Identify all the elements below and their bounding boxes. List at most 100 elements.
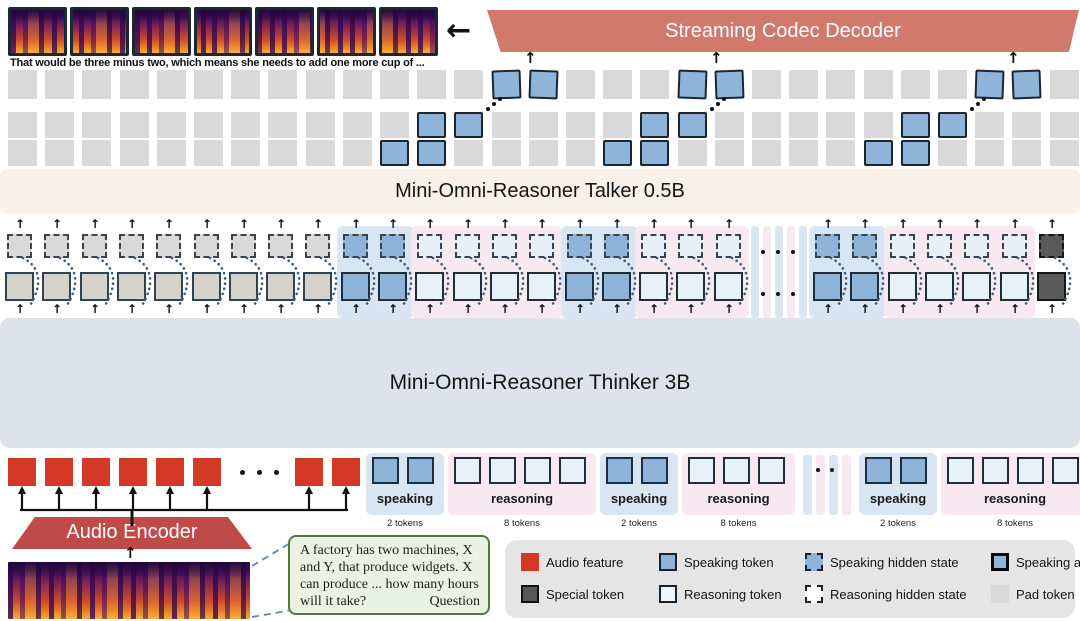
- speaking-token-swatch-icon: [659, 553, 677, 571]
- gap-stripe: [799, 226, 807, 318]
- audio-feature: [193, 458, 221, 486]
- arrow-left-icon: ←: [446, 13, 472, 48]
- pad-token: [603, 70, 632, 99]
- pad-token: [826, 112, 855, 138]
- hidden-to-token-curve-icon: [900, 256, 934, 314]
- reasoning-hidden-state: [927, 234, 952, 258]
- arrow-up-icon: ↑: [710, 49, 723, 67]
- audio-feature: [8, 458, 36, 486]
- speaking-audio-token: [491, 69, 522, 100]
- feature-fanout-bracket: [0, 484, 370, 531]
- pad-token: [826, 140, 855, 166]
- ellipsis-dots: [498, 97, 502, 101]
- arrow-up-icon: ↑: [823, 217, 834, 231]
- reasoning-hidden-state: [678, 234, 703, 258]
- arrow-up-icon: ↑: [524, 49, 537, 67]
- speaking-hidden-state: [604, 234, 629, 258]
- gap-stripe: [803, 455, 812, 515]
- hidden-to-token-curve-icon: [92, 256, 126, 314]
- arrow-up-icon: ↑: [612, 217, 623, 231]
- speaking-token: [606, 457, 633, 484]
- hidden-to-token-curve-icon: [427, 256, 461, 314]
- talker-block: Mini-Omni-Reasoner Talker 0.5B: [0, 169, 1080, 214]
- gap-stripe: [751, 226, 759, 318]
- arrow-up-icon: ↑: [972, 217, 983, 231]
- arrow-up-icon: ↑: [972, 302, 983, 316]
- pad-token: [303, 272, 332, 301]
- pad-token: [229, 272, 258, 301]
- arrow-up-icon: ↑: [425, 217, 436, 231]
- arrow-up-icon: ↑: [127, 217, 138, 231]
- ellipsis-dots: [716, 102, 720, 106]
- question-line: can produce ... how many hours: [300, 577, 479, 592]
- speaking-audio-token: [1011, 69, 1042, 100]
- speaking-token: [372, 457, 399, 484]
- arrow-up-icon: ↑: [860, 217, 871, 231]
- audio-feature: [156, 458, 184, 486]
- pad-token: [80, 272, 109, 301]
- reasoning-hidden-state: [529, 234, 554, 258]
- hidden-to-token-curve-icon: [651, 256, 685, 314]
- pad-token: [1012, 140, 1041, 166]
- reasoning-hidden-state: [890, 234, 915, 258]
- pad-token: [305, 234, 330, 258]
- arrow-up-icon: ↑: [124, 544, 137, 562]
- arrow-up-icon: ↑: [649, 217, 660, 231]
- token-count-label: 2 tokens: [621, 518, 657, 529]
- arrow-up-icon: ↑: [724, 217, 735, 231]
- arrow-up-icon: ↑: [164, 217, 175, 231]
- reasoning-token: [947, 457, 974, 484]
- arrow-up-icon: ↑: [575, 217, 586, 231]
- pad-token: [603, 112, 632, 138]
- arrow-up-icon: ↑: [935, 217, 946, 231]
- pad-token: [8, 70, 37, 99]
- pad-token: [715, 140, 744, 166]
- pad-token: [640, 70, 669, 99]
- speaking-token: [900, 457, 927, 484]
- speaking-audio-token: [938, 112, 967, 138]
- reasoning-hidden-state: [492, 234, 517, 258]
- token-count-label: 8 tokens: [504, 518, 540, 529]
- pad-token: [154, 272, 183, 301]
- reasoning-token: [454, 457, 481, 484]
- arrow-up-icon: ↑: [127, 302, 138, 316]
- legend-label: Speaking token: [684, 554, 774, 570]
- pad-token: [156, 234, 181, 258]
- reasoning-group-label: reasoning: [490, 491, 554, 506]
- reasoning-token: [1052, 457, 1079, 484]
- question-box: A factory has two machines, X and Y, tha…: [288, 535, 490, 615]
- hidden-to-token-curve-icon: [862, 256, 896, 314]
- speaking-audio-token: [417, 140, 446, 166]
- arrow-up-icon: ↑: [1010, 217, 1021, 231]
- pad-token: [120, 70, 149, 99]
- gap-stripe: [842, 455, 851, 515]
- pad-token: [268, 140, 297, 166]
- pad-token: [44, 234, 69, 258]
- speaking-audio-token: [640, 140, 669, 166]
- hidden-to-token-curve-icon: [726, 256, 760, 314]
- hidden-to-token-curve-icon: [539, 256, 573, 314]
- gap-stripe: [775, 226, 783, 318]
- arrow-up-icon: ↑: [425, 302, 436, 316]
- speaking-hidden-swatch-icon: [805, 553, 823, 571]
- hidden-to-token-curve-icon: [465, 256, 499, 314]
- ellipsis-dots: [791, 292, 795, 296]
- hidden-to-token-curve-icon: [315, 256, 349, 314]
- pad-token: [268, 112, 297, 138]
- arrow-up-icon: ↑: [90, 302, 101, 316]
- audio-feature: [332, 458, 360, 486]
- pad-token: [194, 112, 223, 138]
- speaking-audio-token: [974, 69, 1005, 100]
- arrow-up-icon: ↑: [686, 217, 697, 231]
- input-spectrogram: [8, 562, 250, 619]
- pad-token: [901, 70, 930, 99]
- hidden-to-token-curve-icon: [129, 256, 163, 314]
- arrow-up-icon: ↑: [276, 302, 287, 316]
- speaking-token: [565, 272, 594, 301]
- arrow-up-icon: ↑: [90, 217, 101, 231]
- pad-token: [120, 140, 149, 166]
- arrow-up-icon: ↑: [239, 217, 250, 231]
- pad-token: [938, 140, 967, 166]
- pad-token: [120, 112, 149, 138]
- pad-token: [789, 140, 818, 166]
